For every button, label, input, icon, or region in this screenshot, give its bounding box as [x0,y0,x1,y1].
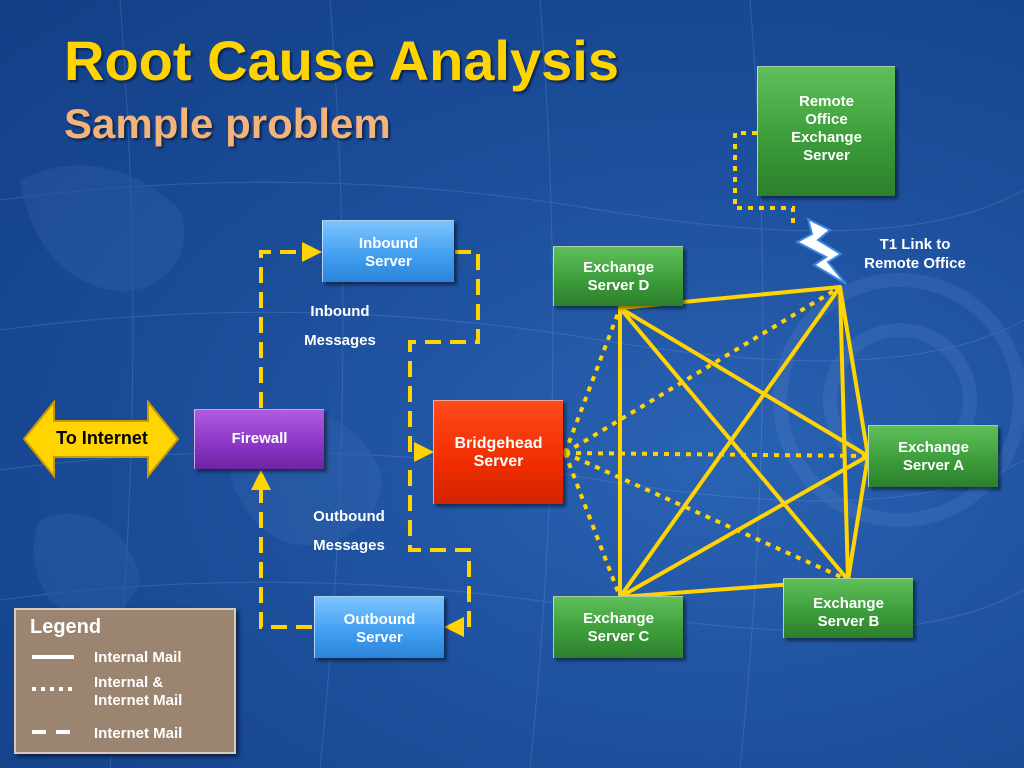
b-remote-link [838,285,850,582]
c-a-link [618,454,870,599]
legend-title: Legend [30,616,102,638]
inbound-server[interactable]: Inbound Server [322,220,454,282]
bridgehead-to-outbound-link [408,470,471,637]
bridgehead-d-link [563,307,622,454]
remote-office-exchange-server[interactable]: Remote Office Exchange Server [757,66,895,196]
bridgehead-remote-link [563,285,842,455]
outbound-server[interactable]: Outbound Server [314,596,444,658]
t1-link-label: T1 Link to Remote Office [864,236,966,272]
to-internet-label: To Internet [56,428,148,448]
d-a-link [618,306,870,458]
slide-title: Root Cause Analysis [64,29,619,92]
slide-subtitle: Sample problem [64,100,391,147]
d-b-link [618,306,850,582]
legend: Legend Internal Mail Internal & Internet… [14,608,236,754]
legend-internal-mail: Internal Mail [94,649,182,666]
outbound-messages-label: Outbound Messages [313,508,385,554]
bridgehead-c-link [563,452,622,598]
remote-office-t1-link [733,131,795,225]
outbound-to-firewall-link [251,470,312,629]
inbound-messages-label: Inbound Messages [304,303,376,349]
exchange-server-a[interactable]: Exchange Server A [868,425,998,487]
firewall[interactable]: Firewall [194,409,324,469]
legend-internal-internet-mail: Internal & Internet Mail [94,674,183,709]
a-remote-link [838,285,870,458]
legend-internet-mail: Internet Mail [94,725,183,742]
firewall-to-inbound-link [259,242,322,408]
c-remote-link [618,285,842,599]
exchange-server-c[interactable]: Exchange Server C [553,596,683,658]
legend-swatches [32,655,78,734]
double-arrow-icon [22,399,180,479]
bridgehead-server[interactable]: Bridgehead Server [433,400,563,504]
bridgehead-b-link [564,451,849,582]
exchange-server-b[interactable]: Exchange Server B [783,578,913,638]
lightning-icon [794,217,847,285]
a-b-link [846,454,870,582]
bridgehead-a-link [564,451,869,458]
exchange-server-d[interactable]: Exchange Server D [553,246,683,306]
